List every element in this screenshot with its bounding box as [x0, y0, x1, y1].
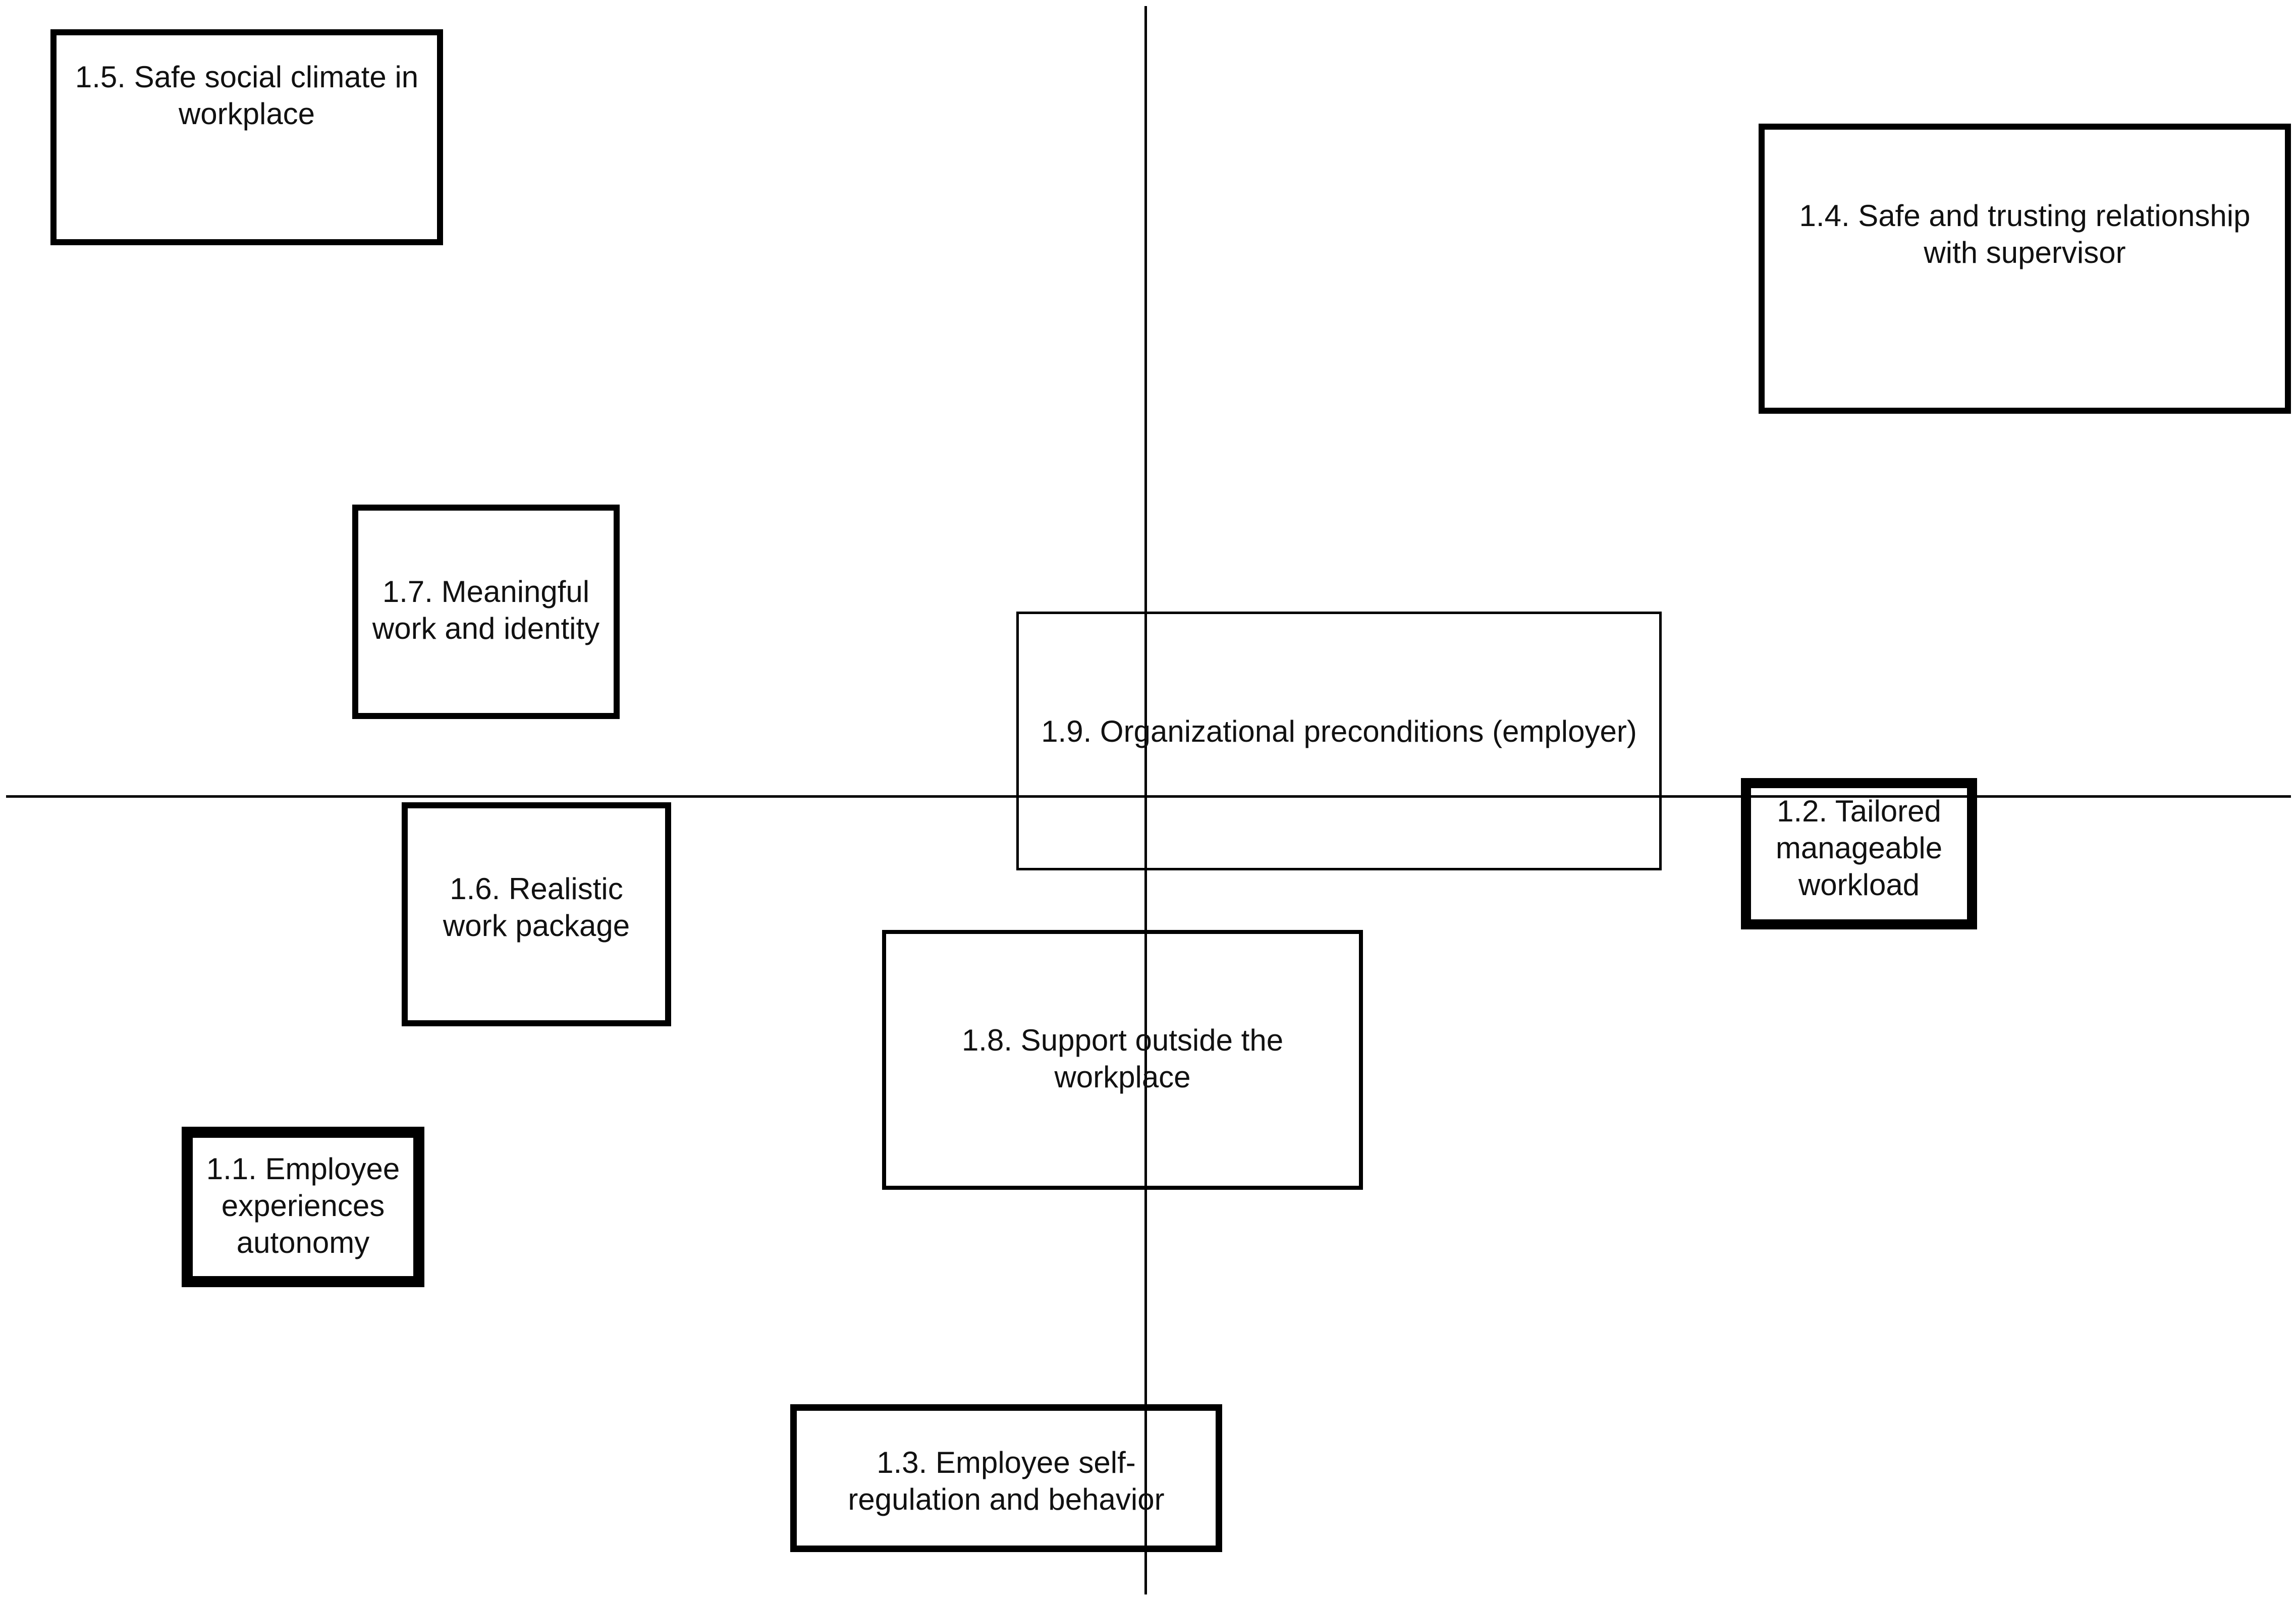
cluster-label-1-9: 1.9. Organizational preconditions (emplo…	[1041, 714, 1637, 748]
cluster-label-1-5: 1.5. Safe social climate in workplace	[75, 60, 419, 131]
cluster-box-1-8: 1.8. Support outside the workplace	[882, 930, 1363, 1190]
cluster-label-1-7: 1.7. Meaningful work and identity	[372, 574, 600, 645]
cluster-label-1-4: 1.4. Safe and trusting relationship with…	[1799, 198, 2251, 269]
cluster-label-1-2: 1.2. Tailored manageable workload	[1775, 794, 1943, 902]
horizontal-axis-line	[6, 795, 2291, 798]
cluster-label-1-3: 1.3. Employee self-regulation and behavi…	[848, 1445, 1165, 1516]
cluster-label-1-6: 1.6. Realistic work package	[443, 872, 630, 943]
cluster-box-1-9: 1.9. Organizational preconditions (emplo…	[1016, 612, 1662, 870]
cluster-box-1-3: 1.3. Employee self-regulation and behavi…	[790, 1404, 1222, 1552]
cluster-box-1-2: 1.2. Tailored manageable workload	[1741, 778, 1977, 929]
cluster-label-1-1: 1.1. Employee experiences autonomy	[206, 1151, 400, 1259]
cluster-label-1-8: 1.8. Support outside the workplace	[961, 1023, 1284, 1094]
cluster-box-1-6: 1.6. Realistic work package	[402, 802, 671, 1026]
cluster-box-1-1: 1.1. Employee experiences autonomy	[182, 1127, 424, 1287]
cluster-box-1-7: 1.7. Meaningful work and identity	[352, 505, 620, 719]
cluster-box-1-4: 1.4. Safe and trusting relationship with…	[1759, 124, 2291, 414]
vertical-axis-line	[1144, 6, 1147, 1594]
cluster-box-1-5: 1.5. Safe social climate in workplace	[50, 29, 443, 245]
